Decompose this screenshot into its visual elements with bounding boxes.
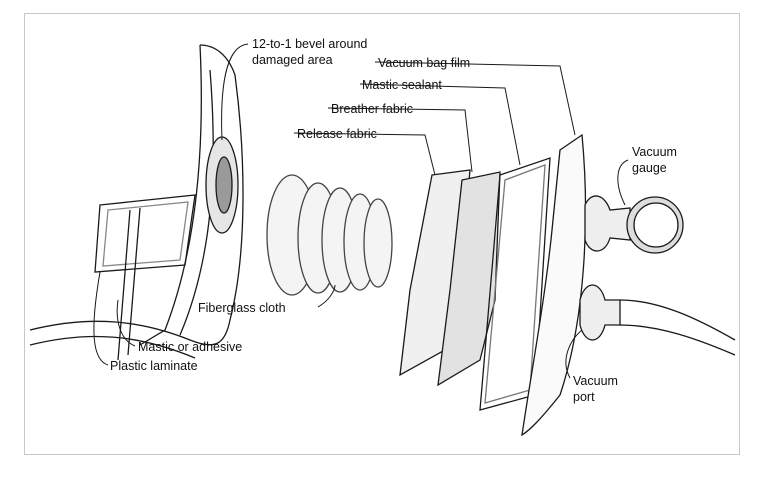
label-release-fabric: Release fabric bbox=[297, 127, 377, 141]
figure-frame bbox=[24, 13, 740, 455]
label-vacuum-port-line2: port bbox=[573, 390, 595, 404]
label-vacuum-bag-film: Vacuum bag film bbox=[378, 56, 471, 70]
plastic-laminate-frame bbox=[94, 194, 196, 361]
label-bevel-line1: 12-to-1 bevel around bbox=[252, 37, 368, 51]
damaged-panel bbox=[29, 44, 244, 359]
label-vacuum-port: Vacuum port bbox=[573, 373, 618, 405]
vacuum-gauge bbox=[584, 195, 684, 254]
label-mastic-sealant: Mastic sealant bbox=[362, 78, 442, 92]
label-vacuum-port-line1: Vacuum bbox=[573, 374, 618, 388]
leader-lines bbox=[93, 43, 629, 379]
label-vacuum-gauge-line2: gauge bbox=[632, 161, 667, 175]
breather-fabric-sheet bbox=[437, 171, 501, 387]
vacuum-port bbox=[579, 284, 736, 356]
fiberglass-cloth-plies bbox=[266, 174, 393, 296]
label-bevel: 12-to-1 bevel around damaged area bbox=[252, 36, 367, 68]
label-plastic-laminate: Plastic laminate bbox=[110, 359, 198, 373]
label-fiberglass-cloth: Fiberglass cloth bbox=[198, 301, 286, 315]
label-vacuum-gauge: Vacuum gauge bbox=[632, 144, 677, 176]
label-bevel-line2: damaged area bbox=[252, 53, 333, 67]
label-breather-fabric: Breather fabric bbox=[331, 102, 413, 116]
label-mastic-or-adhesive: Mastic or adhesive bbox=[138, 340, 243, 354]
label-vacuum-gauge-line1: Vacuum bbox=[632, 145, 677, 159]
